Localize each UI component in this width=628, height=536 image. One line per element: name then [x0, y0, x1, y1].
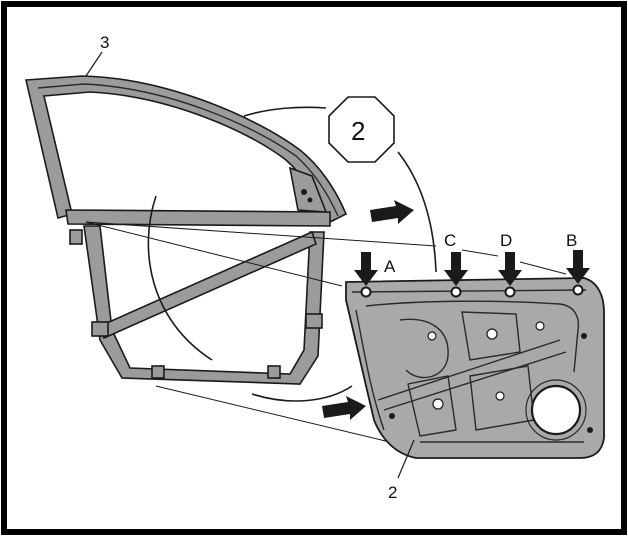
frame-leader	[85, 51, 103, 77]
panel-number-label: 2	[388, 483, 397, 502]
arrow-right-icon	[322, 396, 366, 420]
panel-bolt	[587, 427, 593, 433]
panel-stamping	[355, 309, 385, 431]
speaker-ring	[525, 379, 587, 441]
panel-stamping	[407, 375, 457, 437]
panel-leader	[397, 439, 415, 479]
panel-hole	[427, 331, 437, 341]
arrow-down-icon	[566, 250, 590, 284]
rotation-arc-right	[397, 151, 437, 273]
clip-point-b	[572, 284, 584, 296]
frame-bolt	[307, 197, 313, 203]
alignment-line	[85, 221, 343, 287]
panel-stamping	[365, 300, 580, 373]
clip-point-a	[360, 286, 372, 298]
panel-stamping	[461, 311, 521, 361]
panel-stamping	[377, 339, 561, 401]
rotation-arc-bottom	[251, 385, 353, 402]
clip-label-d: D	[500, 231, 512, 250]
arrow-down-icon	[444, 252, 468, 286]
alignment-line	[155, 385, 399, 445]
rotation-arc-left	[147, 195, 213, 361]
clip-label-b: B	[566, 231, 577, 250]
belt-bar	[65, 209, 331, 227]
panel-bolt	[389, 413, 395, 419]
panel-top-rail	[351, 289, 587, 293]
arrow-right-icon	[370, 200, 414, 224]
panel-hole	[535, 321, 545, 331]
alignment-line	[519, 261, 567, 275]
frame-number-label: 3	[100, 33, 109, 52]
panel-hole	[432, 398, 444, 410]
frame-bracket	[267, 365, 281, 379]
clip-label-a: A	[384, 257, 396, 276]
octagon-icon	[328, 96, 395, 163]
step-number-label: 2	[351, 116, 365, 146]
frame-bracket	[69, 229, 83, 245]
panel-hole	[486, 328, 498, 340]
door-panel	[345, 277, 605, 459]
panel-stamping	[399, 318, 449, 379]
door-frame	[25, 75, 348, 385]
alignment-line	[461, 249, 499, 257]
mirror-corner	[288, 166, 328, 213]
panel-stamping	[383, 351, 567, 411]
alignment-line	[85, 221, 437, 247]
arrow-down-icon	[354, 252, 378, 286]
clip-point-c	[450, 286, 462, 298]
clip-point-d	[504, 286, 516, 298]
clip-label-c: C	[444, 231, 456, 250]
speaker-opening	[530, 384, 582, 436]
panel-bolt	[581, 333, 587, 339]
window-inner-edge	[37, 83, 339, 217]
frame-bracket	[91, 321, 109, 337]
frame-bracket	[151, 365, 165, 379]
frame-bolt	[301, 189, 307, 195]
rotation-arc-top	[243, 106, 327, 117]
panel-hole	[495, 391, 505, 401]
frame-bracket	[305, 313, 323, 329]
arrow-down-icon	[498, 252, 522, 286]
